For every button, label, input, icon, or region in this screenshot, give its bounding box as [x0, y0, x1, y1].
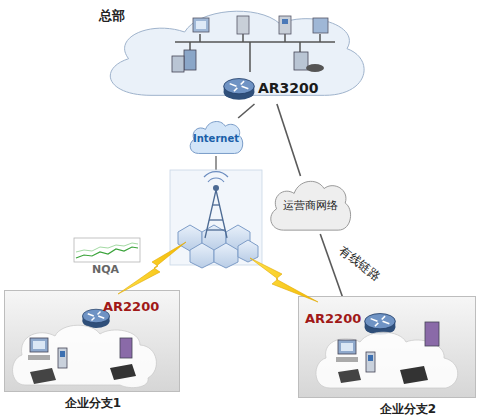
hq-router: AR3200	[222, 74, 322, 104]
hq-cloud: 总部 AR3200	[95, 2, 375, 102]
annotation-label: NQA	[92, 264, 119, 277]
internet-cloud: Internet	[187, 118, 245, 156]
node-label: AR2200	[305, 312, 361, 327]
wired-link	[320, 234, 345, 305]
hq-lan	[175, 34, 335, 72]
branch-box: 企业分支2AR2200	[298, 296, 476, 398]
hq-devices	[172, 16, 328, 72]
branch-router: AR2200	[303, 305, 399, 337]
wireless-bolt	[250, 258, 318, 302]
node-label: AR3200	[258, 80, 319, 96]
branch1-lan	[13, 325, 157, 387]
wireless-bolt	[118, 242, 186, 294]
node-label: 运营商网络	[266, 200, 354, 213]
uplink-line	[215, 156, 217, 180]
node-label: 企业分支2	[339, 403, 477, 417]
node-label: 总部	[99, 9, 125, 24]
node-label: 企业分支1	[5, 397, 181, 411]
carrier-cloud: 运营商网络	[266, 176, 354, 234]
node-label: AR2200	[103, 300, 159, 315]
nqa-chart	[74, 238, 140, 262]
branch-router: AR2200	[81, 297, 161, 331]
wired-link	[277, 104, 301, 176]
branch-box: 企业分支1AR2200	[4, 290, 180, 392]
cell-tower	[170, 170, 262, 268]
router-icon	[222, 76, 256, 102]
edge-label: 有线链路	[336, 243, 382, 283]
branch2-lan	[316, 322, 458, 388]
wired-link	[238, 104, 254, 118]
router-icon	[363, 311, 397, 337]
node-label: Internet	[187, 133, 245, 145]
